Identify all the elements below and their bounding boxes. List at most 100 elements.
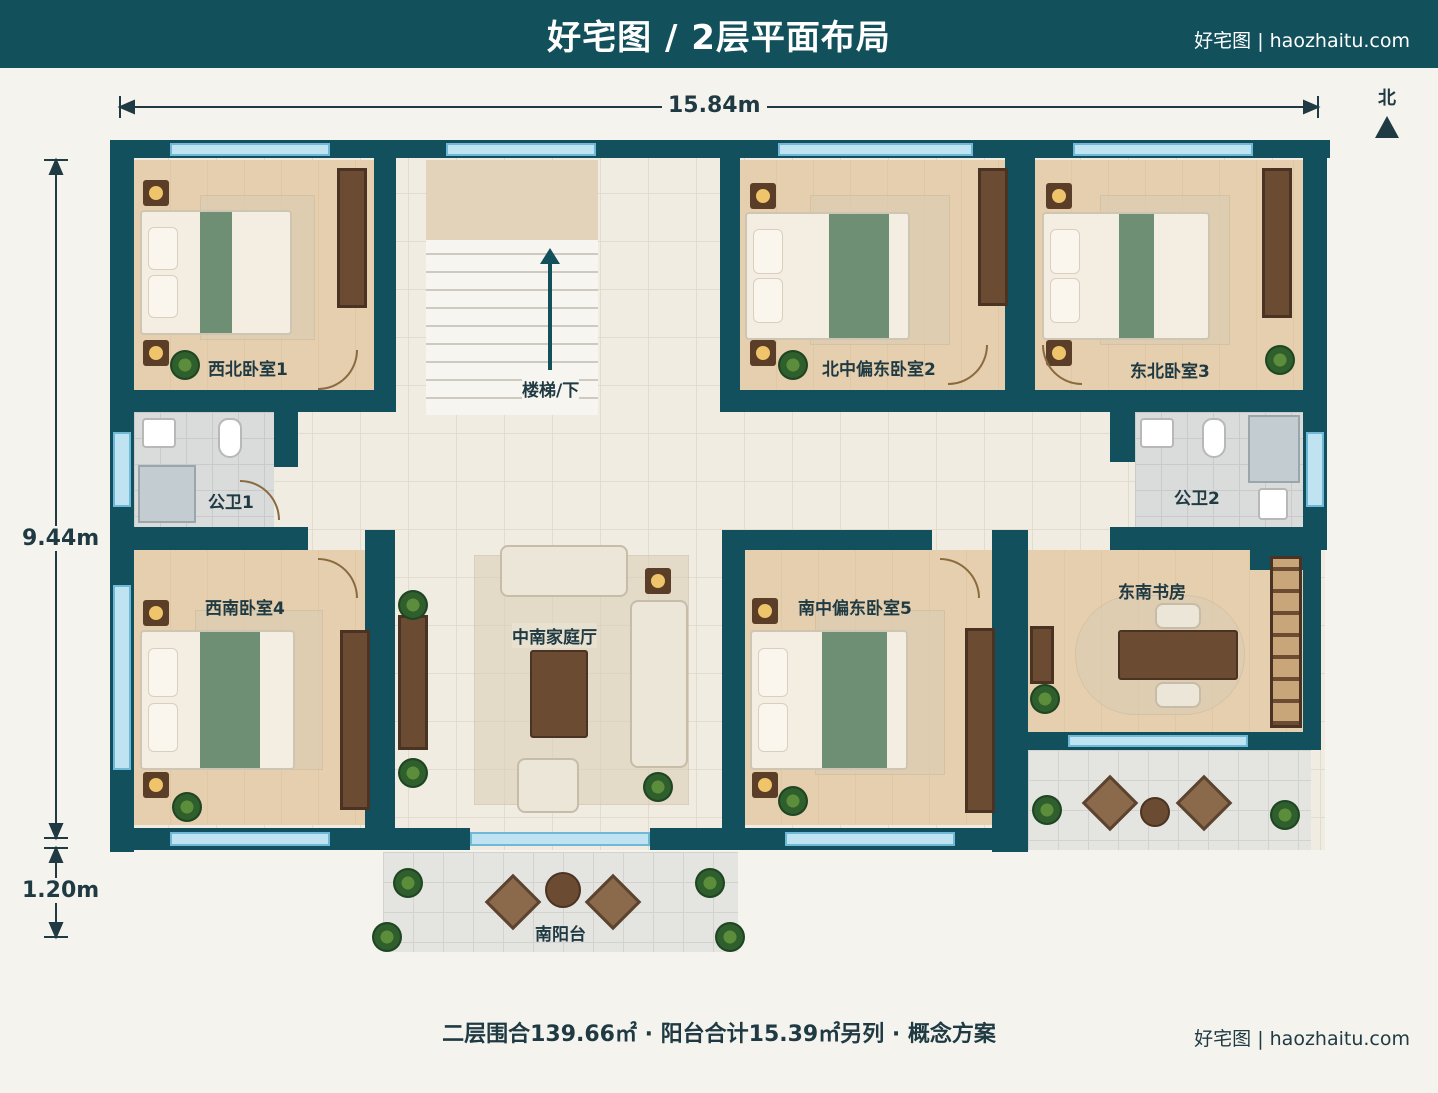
depth-dimension: 9.44m	[16, 526, 106, 551]
label-sw-bedroom: 西南卧室4	[205, 599, 285, 619]
wall-bath2-south	[1110, 527, 1303, 550]
window-sw-south	[170, 832, 330, 846]
bed-s	[750, 630, 908, 770]
lamp-icon	[752, 598, 778, 624]
lamp-icon	[1046, 183, 1072, 209]
side-table	[545, 872, 581, 908]
wall-bath1-south	[134, 527, 308, 550]
label-ne-bedroom: 东北卧室3	[1130, 362, 1210, 382]
side-table	[1140, 797, 1170, 827]
wardrobe	[978, 168, 1008, 306]
desk-chair	[1155, 603, 1201, 629]
plant-icon	[170, 350, 200, 380]
bookshelf	[1270, 556, 1302, 728]
plant-icon	[695, 868, 725, 898]
shower-icon	[138, 465, 196, 523]
plant-icon	[1265, 345, 1295, 375]
bed-sw	[140, 630, 295, 770]
cabinet	[1030, 626, 1054, 684]
lamp-icon	[143, 772, 169, 798]
wall-n-ne-divider	[1005, 140, 1035, 410]
plant-icon	[1270, 800, 1300, 830]
lamp-icon	[752, 772, 778, 798]
window-s	[785, 832, 955, 846]
footer-summary: 二层围合139.66㎡ · 阳台合计15.39㎡另列 · 概念方案	[442, 1022, 996, 1047]
label-study: 东南书房	[1118, 583, 1186, 603]
compass-label: 北	[1378, 88, 1396, 109]
plant-icon	[1032, 795, 1062, 825]
window-stairs	[446, 143, 596, 156]
footer-brand: 好宅图 | haozhaitu.com	[1194, 1028, 1410, 1050]
wardrobe	[337, 168, 367, 308]
wall-bath1-east	[274, 412, 298, 467]
toilet-icon	[218, 418, 242, 458]
window-study	[1068, 735, 1248, 747]
plant-icon	[393, 868, 423, 898]
window-living	[470, 832, 650, 846]
wall-s-study-divider	[992, 530, 1028, 852]
wall-n-west	[720, 140, 740, 410]
coffee-table	[530, 650, 588, 738]
plant-icon	[398, 758, 428, 788]
header-brand: 好宅图 | haozhaitu.com	[1194, 30, 1410, 52]
header-bar: 好宅图 / 2层平面布局 好宅图 | haozhaitu.com	[0, 0, 1438, 68]
window-bath1	[113, 432, 131, 507]
label-s-bedroom: 南中偏东卧室5	[798, 599, 912, 619]
label-living: 中南家庭厅	[512, 623, 597, 648]
label-bath1: 公卫1	[208, 493, 254, 513]
bed-n	[745, 212, 910, 340]
up-arrow-icon	[540, 248, 560, 370]
basin-icon	[1258, 488, 1288, 520]
lamp-icon	[143, 600, 169, 626]
label-stairs: 楼梯/下	[522, 376, 580, 401]
plant-icon	[643, 772, 673, 802]
shower-icon	[1248, 415, 1300, 483]
plant-icon	[172, 792, 202, 822]
window-bath2	[1306, 432, 1324, 507]
label-n-bedroom: 北中偏东卧室2	[822, 360, 936, 380]
toilet-icon	[1202, 418, 1226, 458]
balcony-dimension: 1.20m	[16, 878, 106, 903]
label-nw-bedroom: 西北卧室1	[208, 360, 288, 380]
compass: 北	[1372, 84, 1402, 138]
wall-s-north	[722, 530, 932, 550]
tv-cabinet	[398, 615, 428, 750]
lamp-icon	[750, 183, 776, 209]
east-wall-study	[1303, 550, 1321, 750]
wardrobe	[340, 630, 370, 810]
label-south-balcony: 南阳台	[535, 925, 586, 945]
wardrobe	[965, 628, 995, 813]
plant-icon	[1030, 684, 1060, 714]
sink-icon	[1140, 418, 1174, 448]
page-title: 好宅图 / 2层平面布局	[547, 18, 891, 58]
lamp-icon	[1046, 340, 1072, 366]
window-ne	[1073, 143, 1253, 156]
label-bath2: 公卫2	[1174, 489, 1220, 509]
armchair	[517, 758, 579, 813]
plant-icon	[398, 590, 428, 620]
study-balcony	[1028, 750, 1311, 850]
wall-bath2-west	[1110, 412, 1135, 462]
sink-icon	[142, 418, 176, 448]
plant-icon	[372, 922, 402, 952]
sofa	[500, 545, 628, 597]
lamp-icon	[143, 340, 169, 366]
window-nw	[170, 143, 330, 156]
window-n	[778, 143, 973, 156]
wall-s-west	[722, 530, 745, 850]
bed-ne	[1042, 212, 1210, 340]
plant-icon	[778, 786, 808, 816]
plant-icon	[715, 922, 745, 952]
width-dimension: 15.84m	[662, 93, 767, 118]
sofa	[630, 600, 688, 768]
lamp-icon	[750, 340, 776, 366]
lamp-icon	[143, 180, 169, 206]
window-sw-west	[113, 585, 131, 770]
wall-nw-south	[134, 390, 396, 412]
wall-nw-east	[374, 140, 396, 410]
desk	[1118, 630, 1238, 680]
wall-sw-east	[365, 530, 395, 850]
north-arrow-icon	[1375, 116, 1399, 138]
plant-icon	[778, 350, 808, 380]
